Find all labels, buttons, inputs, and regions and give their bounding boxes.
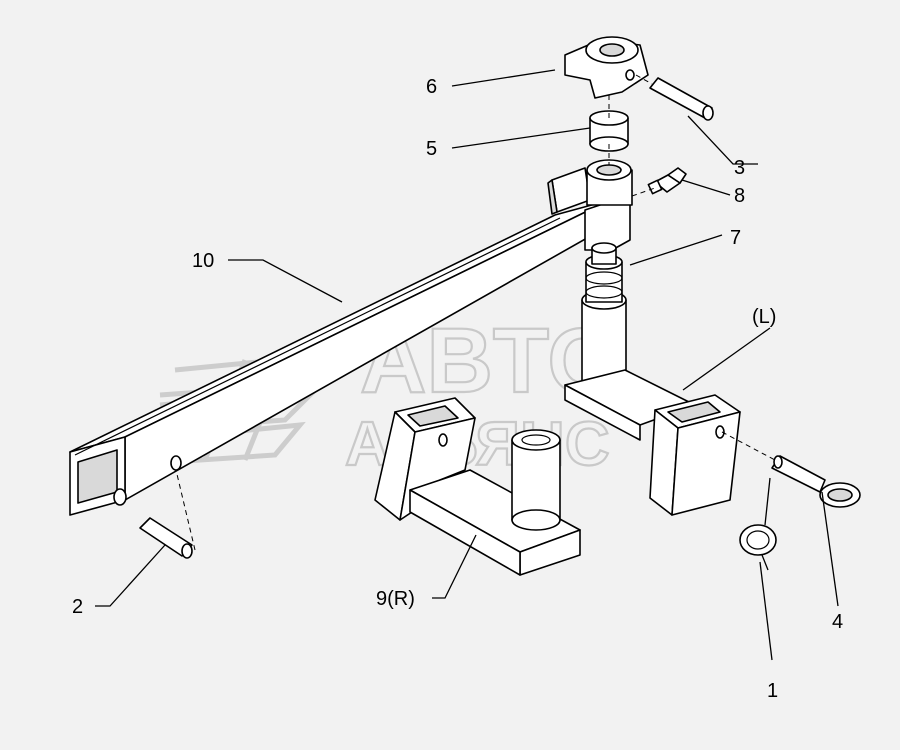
leader-2 — [95, 544, 166, 607]
assembly-lines — [175, 74, 776, 551]
callout-8: 8 — [734, 185, 745, 207]
part-8-grease-nipple — [647, 167, 687, 195]
callout-6: 6 — [426, 76, 437, 98]
leader-7 — [629, 234, 723, 266]
leader-L — [682, 327, 771, 391]
leader-6 — [451, 69, 556, 87]
callout-4: 4 — [832, 611, 843, 633]
part-9R-bracket — [374, 397, 581, 576]
leader-3 — [687, 115, 758, 165]
leader-9R — [432, 534, 477, 599]
part-5-bushing — [589, 110, 629, 152]
leader-lines — [95, 69, 839, 661]
callout-1: 1 — [767, 680, 778, 702]
leader-1 — [759, 561, 773, 661]
part-6-collar — [564, 36, 649, 99]
callout-3: 3 — [734, 157, 745, 179]
callout-10: 10 — [192, 250, 214, 272]
callout-labels: 6 5 3 8 7 10 (L) 2 9(R) 4 1 — [72, 76, 843, 702]
leader-4 — [821, 491, 839, 607]
callout-9R: 9(R) — [376, 588, 415, 610]
callout-7: 7 — [730, 227, 741, 249]
callout-5: 5 — [426, 138, 437, 160]
leader-8 — [681, 179, 731, 196]
leader-5 — [451, 127, 591, 149]
part-2-roll-pin — [139, 517, 193, 559]
part-3-roll-pin — [649, 77, 714, 121]
leader-10 — [228, 259, 343, 303]
pivot-sleeve — [586, 159, 633, 206]
callout-L: (L) — [752, 306, 776, 328]
part-4-lynch-pin — [771, 455, 861, 508]
part-1-spring-clip — [739, 477, 777, 571]
callout-2: 2 — [72, 596, 83, 618]
part-L-bracket — [564, 369, 741, 516]
part-7-pin-post — [581, 242, 627, 386]
